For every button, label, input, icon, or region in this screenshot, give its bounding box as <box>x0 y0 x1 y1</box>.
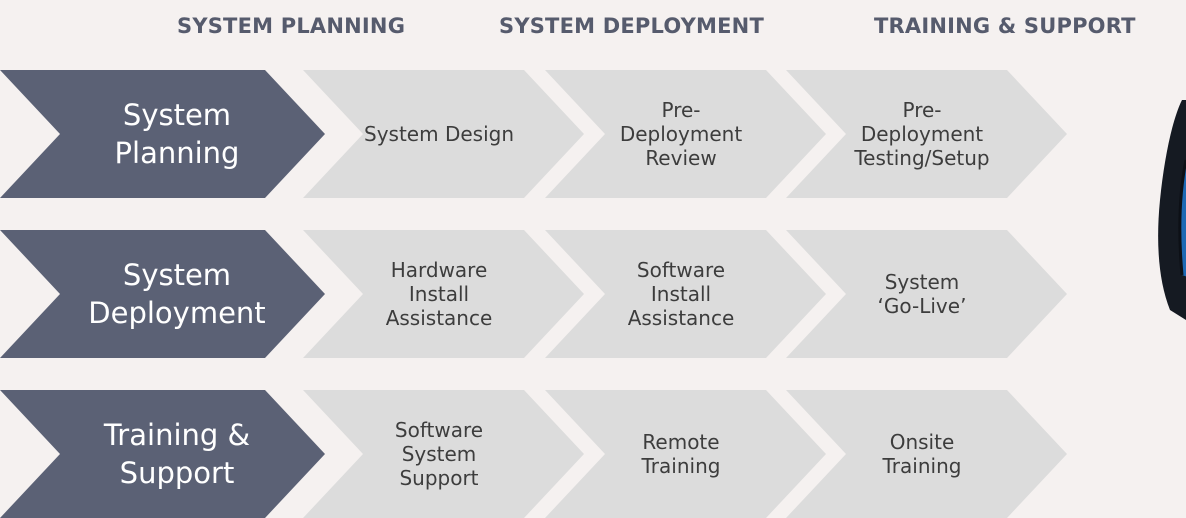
step-chevron-shape <box>545 390 826 518</box>
main-chevron-shape <box>0 70 325 198</box>
step-chevron-shape <box>303 230 584 358</box>
step-chevron-shape <box>786 70 1067 198</box>
step-remote-training[interactable]: Remote Training <box>545 390 826 518</box>
step-label: Software System Support <box>394 418 484 490</box>
step-chevron-shape <box>545 70 826 198</box>
step-label: Software Install Assistance <box>627 258 735 330</box>
main-chevron-label: System Deployment <box>88 258 266 330</box>
step-chevron-shape <box>303 390 584 518</box>
step-label: System Design <box>364 122 514 146</box>
step-label: Pre- Deployment Review <box>619 98 743 170</box>
step-chevron-shape <box>786 390 1067 518</box>
step-chevron-shape <box>303 70 584 198</box>
step-pre-deployment-testing-setup[interactable]: Pre- Deployment Testing/Setup <box>786 70 1067 198</box>
main-chevron-label: System Planning <box>114 98 240 170</box>
step-system-go-live[interactable]: System ‘Go-Live’ <box>786 230 1067 358</box>
step-label: Onsite Training <box>882 430 962 478</box>
main-chevron-system-planning[interactable]: System Planning <box>0 70 325 198</box>
tab-system-deployment[interactable]: SYSTEM DEPLOYMENT <box>499 14 764 38</box>
row-system-deployment: System Deployment Hardware Install Assis… <box>0 230 1186 358</box>
step-chevron-shape <box>545 230 826 358</box>
main-chevron-shape <box>0 390 325 518</box>
step-software-system-support[interactable]: Software System Support <box>303 390 584 518</box>
main-chevron-training-support[interactable]: Training & Support <box>0 390 325 518</box>
step-pre-deployment-review[interactable]: Pre- Deployment Review <box>545 70 826 198</box>
main-chevron-system-deployment[interactable]: System Deployment <box>0 230 325 358</box>
step-label: System ‘Go-Live’ <box>877 270 967 318</box>
row-system-planning: System Planning System Design Pre- Deplo… <box>0 70 1186 198</box>
tab-training-support[interactable]: TRAINING & SUPPORT <box>874 14 1136 38</box>
step-onsite-training[interactable]: Onsite Training <box>786 390 1067 518</box>
step-system-design[interactable]: System Design <box>303 70 584 198</box>
step-software-install-assistance[interactable]: Software Install Assistance <box>545 230 826 358</box>
tab-system-planning[interactable]: SYSTEM PLANNING <box>177 14 406 38</box>
step-label: Pre- Deployment Testing/Setup <box>854 98 990 170</box>
step-hardware-install-assistance[interactable]: Hardware Install Assistance <box>303 230 584 358</box>
main-chevron-label: Training & Support <box>103 418 251 490</box>
main-chevron-shape <box>0 230 325 358</box>
handheld-device-icon <box>1142 100 1186 330</box>
step-label: Hardware Install Assistance <box>385 258 493 330</box>
row-training-support: Training & Support Software System Suppo… <box>0 390 1186 518</box>
section-tabs: SYSTEM PLANNING SYSTEM DEPLOYMENT TRAINI… <box>0 14 1186 44</box>
step-chevron-shape <box>786 230 1067 358</box>
step-label: Remote Training <box>641 430 721 478</box>
